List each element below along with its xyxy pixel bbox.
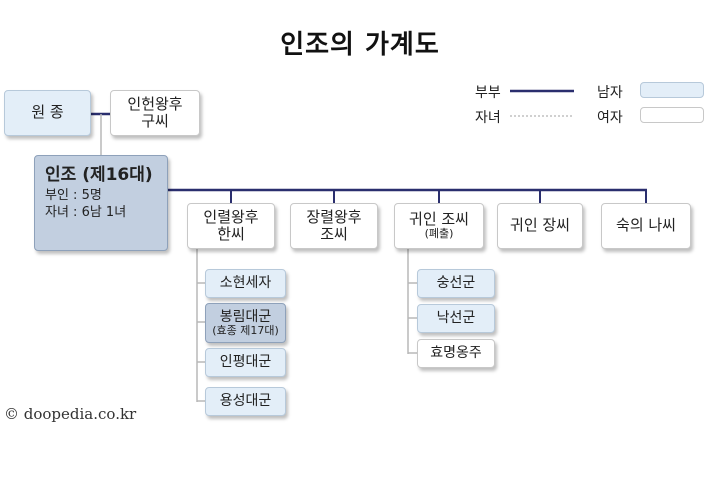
child-box-hyomyeong: 효명옹주 bbox=[417, 339, 495, 368]
wife-line1: 귀인 장씨 bbox=[510, 216, 570, 235]
wife-box-inryeol: 인렬왕후 한씨 bbox=[187, 203, 275, 249]
wife-line2: (폐출) bbox=[424, 227, 454, 241]
child-name: 낙선군 bbox=[436, 310, 476, 327]
diagram-title: 인조의 가계도 bbox=[280, 30, 440, 60]
child-name: 봉림대군 bbox=[219, 308, 272, 325]
child-name: 인평대군 bbox=[219, 354, 272, 371]
wife-line2: 조씨 bbox=[320, 225, 348, 243]
mother-line1: 인헌왕후 bbox=[127, 94, 183, 113]
child-box-nakseon: 낙선군 bbox=[417, 304, 495, 333]
wife-box-gwiin-jang: 귀인 장씨 bbox=[497, 203, 583, 249]
child-box-yongseong: 용성대군 bbox=[205, 387, 286, 416]
child-box-inpyeong: 인평대군 bbox=[205, 348, 286, 377]
father-wonjong-box: 원 종 bbox=[4, 90, 91, 136]
child-name: 숭선군 bbox=[436, 275, 476, 292]
child-sub: (효종 제17대) bbox=[212, 323, 279, 337]
child-box-sohyeon: 소현세자 bbox=[205, 269, 286, 298]
mother-line2: 구씨 bbox=[141, 112, 169, 130]
injo-children-count: 자녀 : 6남 1녀 bbox=[45, 205, 127, 221]
child-name: 용성대군 bbox=[219, 393, 272, 410]
wife-box-sukui-na: 숙의 나씨 bbox=[601, 203, 691, 249]
copyright-credit: © doopedia.co.kr bbox=[4, 405, 137, 423]
injo-main-box: 인조 (제16대) 부인 : 5명 자녀 : 6남 1녀 bbox=[34, 155, 168, 251]
legend-male-label: 남자 bbox=[597, 85, 623, 101]
wife-line1: 숙의 나씨 bbox=[616, 216, 676, 235]
injo-spouse-count: 부인 : 5명 bbox=[45, 187, 102, 203]
child-name: 소현세자 bbox=[219, 275, 272, 292]
wife-line1: 장렬왕후 bbox=[306, 207, 362, 226]
father-name: 원 종 bbox=[31, 103, 64, 122]
child-box-bongnim: 봉림대군 (효종 제17대) bbox=[205, 303, 286, 343]
legend-children-label: 자녀 bbox=[475, 110, 501, 126]
child-box-sungseon: 숭선군 bbox=[417, 269, 495, 298]
wife-line1: 인렬왕후 bbox=[203, 207, 259, 226]
wife-line1: 귀인 조씨 bbox=[409, 210, 469, 229]
child-name: 효명옹주 bbox=[430, 345, 482, 362]
mother-inheon-box: 인헌왕후 구씨 bbox=[110, 90, 200, 136]
wife-line2: 한씨 bbox=[217, 225, 245, 243]
wife-box-gwiin-jo: 귀인 조씨 (폐출) bbox=[394, 203, 484, 249]
wife-box-jangryeol: 장렬왕후 조씨 bbox=[290, 203, 378, 249]
legend-spouse-label: 부부 bbox=[475, 85, 501, 101]
legend-female-label: 여자 bbox=[597, 110, 623, 126]
injo-name: 인조 (제16대) bbox=[45, 165, 153, 185]
legend-male-swatch bbox=[640, 82, 704, 98]
legend-female-swatch bbox=[640, 107, 704, 123]
